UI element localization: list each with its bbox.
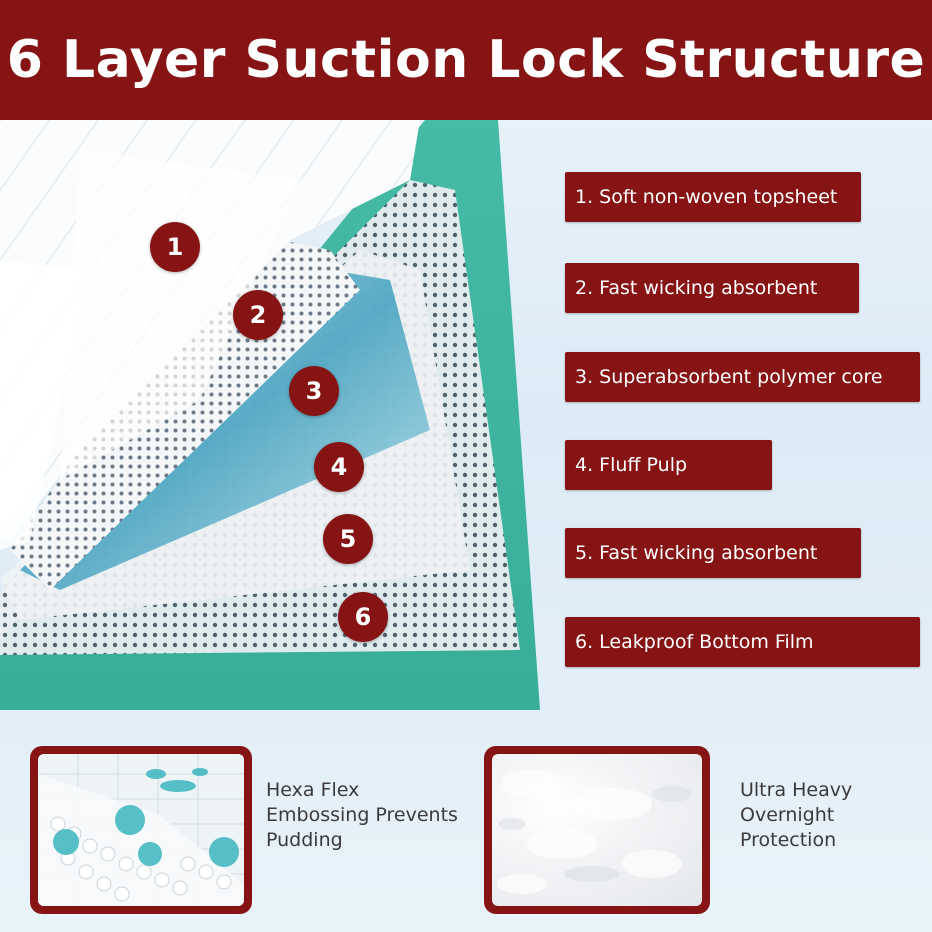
absorbent-feature-image xyxy=(484,746,710,914)
title-banner: 6 Layer Suction Lock Structure xyxy=(0,0,932,120)
layer-number-badge: 3 xyxy=(289,366,339,416)
layered-pad-illustration: 1 2 3 4 5 6 xyxy=(0,120,560,720)
embossing-closeup xyxy=(38,754,244,906)
layer-number-badge: 1 xyxy=(150,222,200,272)
layer-label: 2. Fast wicking absorbent xyxy=(565,263,859,313)
layer-label: 4. Fluff Pulp xyxy=(565,440,772,490)
layer-number-badge: 6 xyxy=(338,592,388,642)
layer-label: 3. Superabsorbent polymer core xyxy=(565,352,920,402)
layer-label: 1. Soft non-woven topsheet xyxy=(565,172,861,222)
layer-number-badge: 4 xyxy=(314,442,364,492)
layer-label: 5. Fast wicking absorbent xyxy=(565,528,861,578)
page-title: 6 Layer Suction Lock Structure xyxy=(6,30,926,90)
embossing-feature-text: Hexa Flex Embossing Prevents Pudding xyxy=(266,779,458,851)
absorbent-feature-text: Ultra Heavy Overnight Protection xyxy=(740,779,853,851)
embossing-feature-image xyxy=(30,746,252,914)
absorbent-closeup xyxy=(492,754,702,906)
layer-number-badge: 5 xyxy=(323,514,373,564)
pad-layers-graphic xyxy=(0,120,540,710)
layer-label: 6. Leakproof Bottom Film xyxy=(565,617,920,667)
layer-number-badge: 2 xyxy=(233,290,283,340)
